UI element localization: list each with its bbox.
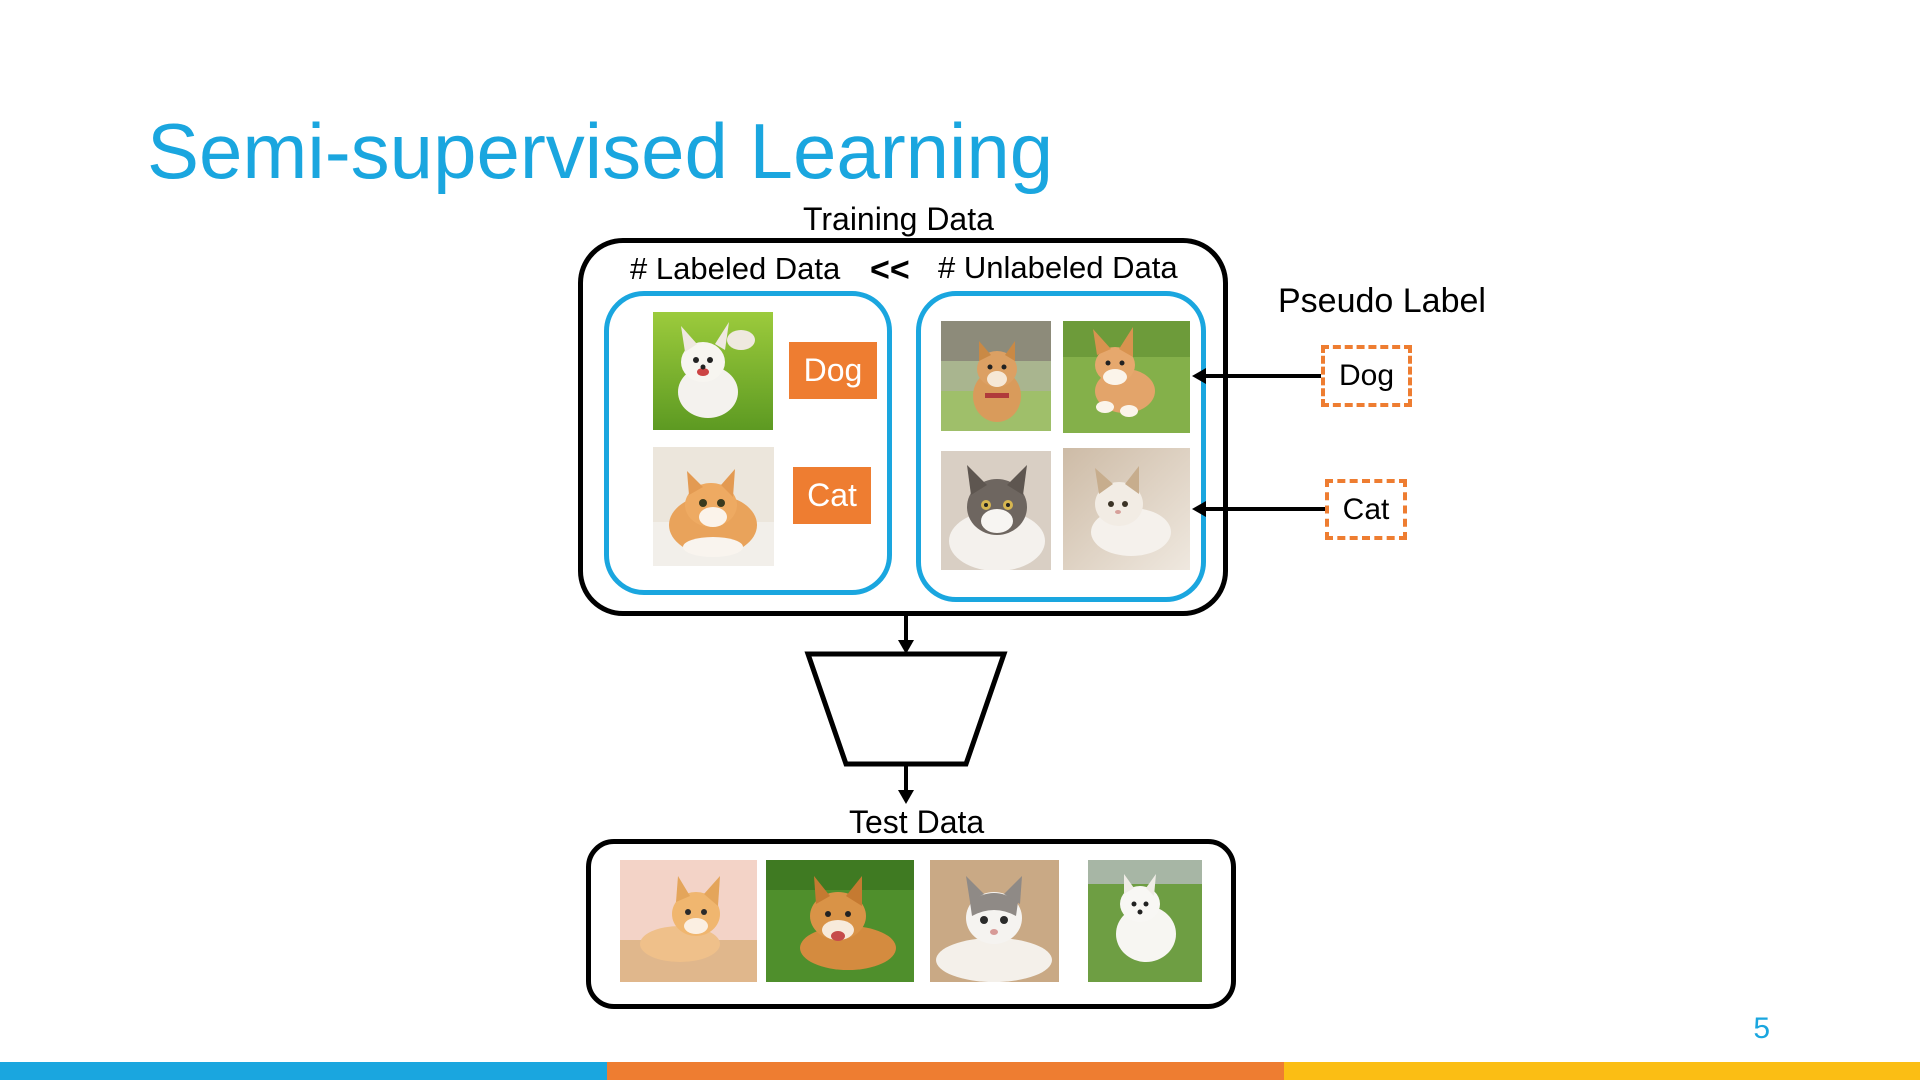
white-gray-cat-photo <box>930 860 1059 982</box>
ginger-kitten-photo <box>620 860 757 982</box>
arrow-cnn-to-test <box>898 764 914 804</box>
chihuahua-photo <box>653 312 773 430</box>
unlabeled-data-frame <box>916 291 1206 602</box>
footer-bar-orange <box>607 1062 1284 1080</box>
white-fluffy-dog-photo <box>1088 860 1202 982</box>
labeled-data-frame <box>604 291 892 595</box>
arrow-training-to-cnn <box>898 616 914 654</box>
unlabeled-data-heading: # Unlabeled Data <box>938 250 1178 285</box>
comparison-symbol: << <box>870 251 910 289</box>
shiba-puppy-photo <box>941 321 1051 431</box>
pseudo-dog-label: Dog <box>1321 345 1412 407</box>
white-kitten-photo <box>1063 448 1190 570</box>
training-data-heading: Training Data <box>803 201 994 237</box>
training-data-frame <box>578 238 1228 616</box>
footer-bar-blue <box>0 1062 607 1080</box>
tabby-cat-photo <box>941 451 1051 570</box>
slide-title: Semi-supervised Learning <box>147 107 1054 195</box>
test-data-frame <box>586 839 1236 1009</box>
pseudo-cat-label: Cat <box>1325 479 1407 540</box>
footer-bar-yellow <box>1284 1062 1920 1080</box>
corgi-puppy-photo <box>1063 321 1190 433</box>
pseudo-label-heading: Pseudo Label <box>1278 282 1486 320</box>
labeled-data-heading: # Labeled Data <box>630 251 841 286</box>
page-number: 5 <box>1753 1012 1770 1045</box>
test-data-heading: Test Data <box>849 804 985 840</box>
shiba-lying-photo <box>766 860 914 982</box>
cat-label: Cat <box>793 467 871 524</box>
ginger-cat-photo <box>653 447 774 566</box>
cnn-label: CNN <box>875 690 943 725</box>
dog-label: Dog <box>789 342 877 399</box>
